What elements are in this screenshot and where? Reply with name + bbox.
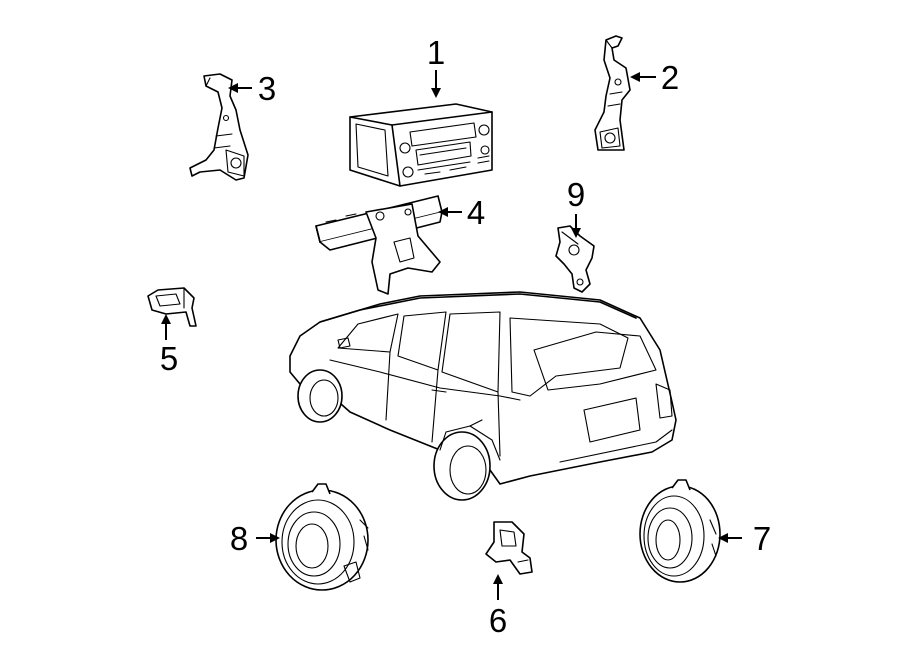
callout-leaders [161,70,742,600]
callout-4: 4 [467,194,485,231]
sensor-switch [485,521,533,575]
speaker-right [639,479,721,583]
radio-head-unit [349,103,493,187]
vehicle-suv [289,291,677,501]
sensor-clip [147,287,197,327]
callout-7: 7 [753,520,771,557]
callout-6: 6 [489,602,507,639]
mounting-bracket [315,195,443,295]
callout-3: 3 [258,70,276,107]
bracket-right [594,35,631,151]
callout-9: 9 [567,176,585,213]
callout-8: 8 [230,520,248,557]
bracket-left [189,73,249,181]
callout-2: 2 [661,59,679,96]
callout-numbers: 1 2 3 4 5 6 7 8 9 [160,34,771,639]
switch-part-9 [555,225,595,293]
callout-1: 1 [427,34,445,71]
callout-5: 5 [160,340,178,377]
speaker-left [275,483,369,591]
